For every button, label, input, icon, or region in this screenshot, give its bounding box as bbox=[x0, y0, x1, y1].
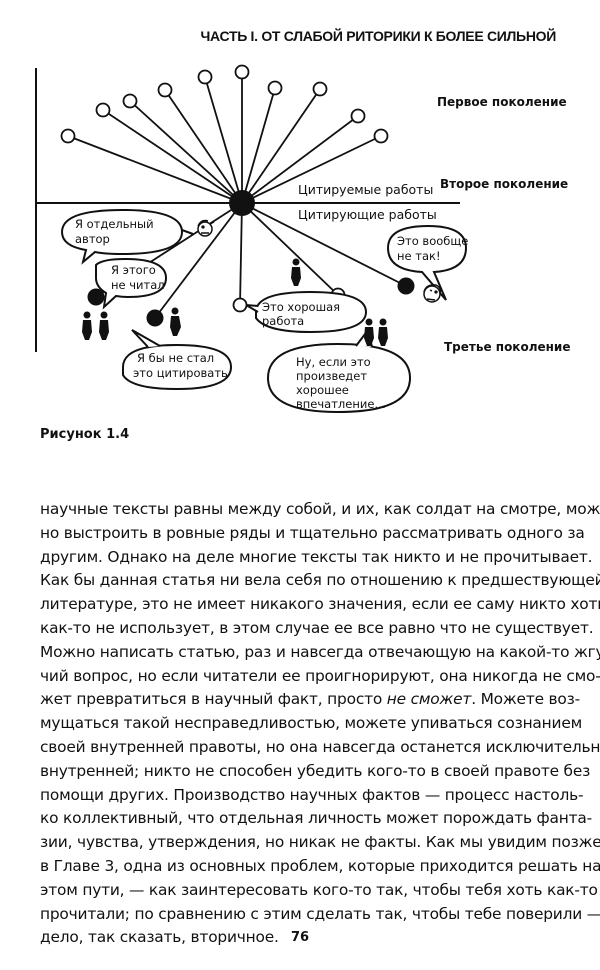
cited-node bbox=[95, 102, 111, 118]
text-line: этом пути, — как заинтересовать кого-то … bbox=[40, 880, 598, 899]
bubble-didnt-read: Я этого не читал bbox=[95, 257, 168, 310]
body-paragraph: научные тексты равны между собой, и их, … bbox=[40, 498, 600, 950]
cited-work-nodes bbox=[60, 64, 389, 144]
cited-node bbox=[373, 128, 389, 144]
bubble-text-line: работа bbox=[262, 314, 304, 328]
bubble-text-line: не так! bbox=[397, 249, 441, 263]
text-line: мущаться такой несправедливостью, можете… bbox=[40, 714, 583, 733]
bubble-text-line: Я этого bbox=[111, 263, 156, 277]
cited-node bbox=[312, 81, 328, 97]
bubble-text-line: Это хорошая bbox=[262, 300, 340, 314]
bubble-good-work: Это хорошая работа bbox=[245, 290, 368, 334]
central-paper-node bbox=[229, 190, 255, 216]
text-line: научные тексты равны между собой, и их, … bbox=[40, 500, 600, 518]
text-line: дело, так сказать, вторичное. bbox=[40, 928, 279, 947]
citing-node-dark bbox=[87, 288, 105, 306]
running-header: ЧАСТЬ I. ОТ СЛАБОЙ РИТОРИКИ К БОЛЕЕ СИЛЬ… bbox=[200, 28, 556, 44]
text-line: внутренней; никто не способен убедить ко… bbox=[40, 761, 591, 780]
person-figures bbox=[82, 258, 388, 346]
cited-node bbox=[234, 64, 250, 80]
bubble-wouldnt-cite: Я бы не стал это цитировать bbox=[122, 329, 233, 391]
text-fragment: жет превратиться в научный факт, просто bbox=[40, 690, 383, 709]
page-number: 76 bbox=[290, 930, 310, 945]
bubble-text-line: не читал bbox=[111, 278, 165, 292]
bubble-text-line: Это вообще bbox=[397, 234, 468, 248]
cited-node bbox=[157, 82, 173, 98]
text-fragment: . Можете воз- bbox=[471, 690, 580, 709]
bubble-separate-author: Я отдельный автор bbox=[60, 208, 194, 265]
text-line: но выстроить в ровные ряды и тщательно р… bbox=[40, 523, 585, 542]
text-line-with-emphasis: жет превратиться в научный факт, просто … bbox=[40, 688, 580, 712]
text-line: как-то не использует, в этом случае ее в… bbox=[40, 618, 594, 637]
text-line: чий вопрос, но если читатели ее проигнор… bbox=[40, 666, 600, 685]
citing-node-dark bbox=[146, 309, 164, 327]
bubble-text-line: Я бы не стал bbox=[137, 351, 214, 365]
person-icon bbox=[170, 307, 181, 336]
bubble-text-line: произведет bbox=[296, 369, 367, 383]
cited-node bbox=[122, 93, 138, 109]
bubble-text-line: Я отдельный bbox=[75, 217, 154, 231]
text-line: своей внутренней правоты, но она навсегд… bbox=[40, 737, 600, 756]
bubble-if-impression: Ну, если это произведет хорошее впечатле… bbox=[266, 327, 412, 414]
first-generation-label: Первое поколение bbox=[437, 95, 567, 109]
text-line: помощи других. Производство научных факт… bbox=[40, 785, 584, 804]
text-line: Можно написать статью, раз и навсегда от… bbox=[40, 642, 600, 661]
third-generation-label: Третье поколение bbox=[444, 340, 570, 354]
text-line: другим. Однако на деле многие тексты так… bbox=[40, 547, 593, 566]
text-line: прочитали; по сравнению с этим сделать т… bbox=[40, 904, 600, 923]
person-icon bbox=[378, 318, 388, 346]
bubble-text-line: впечатление… bbox=[296, 397, 386, 411]
citing-node-light bbox=[232, 297, 248, 313]
bubble-not-so: Это вообще не так! bbox=[386, 224, 468, 301]
bubble-text-line: автор bbox=[75, 232, 110, 246]
person-icon bbox=[291, 258, 301, 286]
cited-node bbox=[197, 69, 213, 85]
person-icon bbox=[364, 318, 374, 346]
cited-spokes bbox=[67, 72, 382, 204]
cited-node bbox=[60, 128, 76, 144]
person-icon bbox=[82, 311, 92, 340]
cited-node bbox=[267, 80, 283, 96]
second-generation-label: Вторoе поколение bbox=[440, 177, 568, 191]
cited-works-label: Цитируемые работы bbox=[298, 182, 433, 197]
cited-node bbox=[350, 108, 366, 124]
text-line: зии, чувства, утверждения, но никак не ф… bbox=[40, 833, 600, 852]
bubble-text-line: Ну, если это bbox=[296, 355, 371, 369]
face-icon bbox=[423, 284, 442, 303]
bubble-text-line: хорошее bbox=[296, 383, 349, 397]
bubble-text-line: это цитировать bbox=[133, 366, 228, 380]
citation-diagram: Цитируемые работы Цитирующие работы Перв… bbox=[35, 64, 570, 414]
emphasis-text: не сможет bbox=[386, 690, 472, 709]
text-line: литературе, это не имеет никакого значен… bbox=[40, 595, 600, 614]
face-icon bbox=[197, 219, 215, 237]
text-line: Как бы данная статья ни вела себя по отн… bbox=[40, 571, 600, 590]
text-line: ко коллективный, что отдельная личность … bbox=[40, 809, 592, 828]
citing-node-dark bbox=[397, 277, 415, 295]
figure-caption: Рисунок 1.4 bbox=[40, 427, 130, 442]
text-line: в Главе 3, одна из основных проблем, кот… bbox=[40, 856, 600, 875]
person-icon bbox=[99, 311, 109, 340]
citing-works-label: Цитирующие работы bbox=[298, 207, 437, 222]
